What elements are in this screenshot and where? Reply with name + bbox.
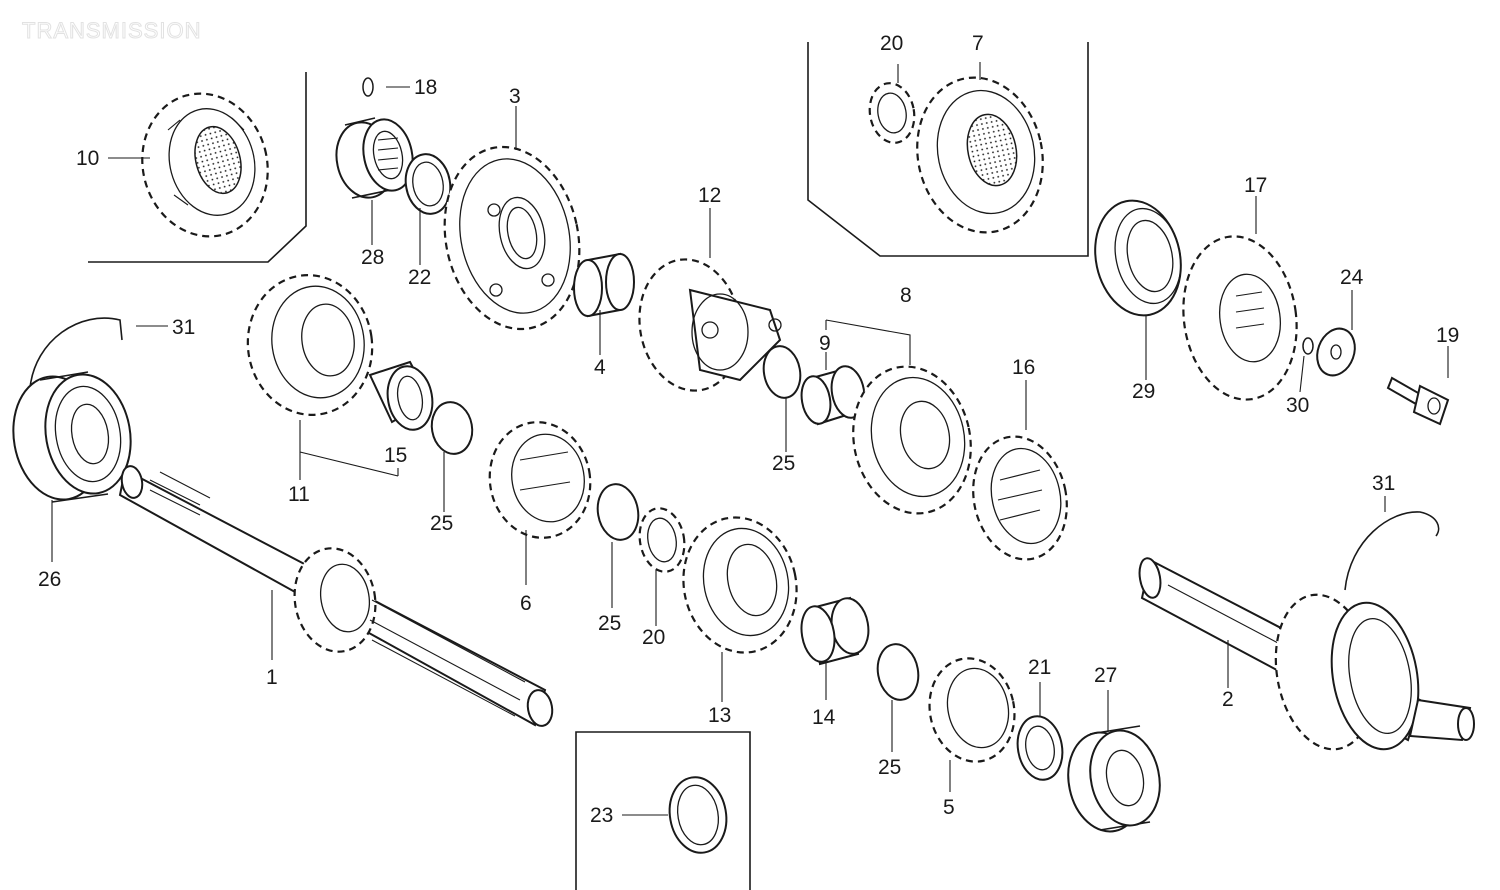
label-part-18: 18 (414, 76, 437, 99)
gear-part-8 (852, 365, 972, 515)
leader-lines (51, 62, 1449, 816)
label-part-11: 11 (288, 483, 310, 506)
spline-washer-part-20-b (638, 507, 686, 573)
label-part-31-right: 31 (1372, 472, 1395, 495)
label-part-20-b: 20 (642, 626, 665, 649)
label-part-16: 16 (1012, 356, 1035, 379)
label-part-20-a: 20 (880, 32, 903, 55)
gear-part-13 (682, 516, 798, 654)
label-part-19: 19 (1436, 324, 1459, 347)
label-part-27: 27 (1094, 664, 1117, 687)
label-part-3: 3 (509, 85, 521, 108)
label-part-23: 23 (590, 804, 613, 827)
gear-part-10 (141, 92, 269, 238)
gear-part-16 (972, 435, 1068, 561)
circlip-part-25-a (430, 401, 474, 455)
gear-part-12 (638, 258, 782, 392)
label-part-25-d: 25 (878, 756, 901, 779)
o-ring-part-18 (362, 77, 374, 97)
mainshaft-part-1 (118, 465, 554, 727)
label-part-9: 9 (819, 332, 831, 355)
label-part-12: 12 (698, 184, 721, 207)
needle-bearing-part-28 (335, 117, 414, 199)
label-part-14: 14 (812, 706, 836, 729)
label-part-10: 10 (76, 147, 99, 170)
label-part-13: 13 (708, 704, 731, 727)
bushing-part-4 (573, 252, 635, 318)
circlip-part-31-right (1344, 511, 1440, 591)
label-part-2: 2 (1222, 688, 1234, 711)
countershaft-part-2 (1138, 557, 1475, 751)
drive-sprocket-part-17 (1182, 235, 1298, 401)
circlip-part-25-b (762, 345, 802, 399)
label-part-17: 17 (1244, 174, 1267, 197)
label-part-26: 26 (38, 568, 61, 591)
bearing-part-27 (1067, 725, 1161, 833)
label-part-21: 21 (1028, 656, 1051, 679)
part-number-labels: 18 10 3 28 22 4 12 31 15 11 25 25 8 9 16… (38, 32, 1459, 827)
label-part-25-a: 25 (430, 512, 453, 535)
label-part-25-c: 25 (598, 612, 621, 635)
circlip-part-25-d (876, 643, 920, 701)
bearing-part-26 (12, 371, 132, 503)
label-part-6: 6 (520, 592, 532, 615)
label-part-22: 22 (408, 266, 431, 289)
label-part-25-b: 25 (772, 452, 795, 475)
washer-part-23 (668, 776, 728, 854)
label-part-30: 30 (1286, 394, 1309, 417)
label-part-29: 29 (1132, 380, 1155, 403)
watermark-text: TRANSMISSION (22, 18, 201, 43)
label-part-28: 28 (361, 246, 384, 269)
gear-part-3 (443, 145, 581, 331)
washer-part-22 (404, 153, 452, 215)
bushing-part-9 (800, 365, 866, 426)
label-part-1: 1 (266, 666, 278, 689)
label-part-15: 15 (384, 444, 407, 467)
gear-part-7 (916, 76, 1044, 234)
gear-part-11 (246, 274, 374, 416)
oil-seal-part-29 (1094, 199, 1182, 317)
lock-washer-part-30 (1302, 337, 1314, 355)
label-part-31-left: 31 (172, 316, 195, 339)
label-part-8: 8 (900, 284, 912, 307)
circlip-part-25-c (596, 483, 640, 541)
label-part-4: 4 (594, 356, 606, 379)
bolt-part-19 (1386, 376, 1450, 426)
bushing-part-14 (800, 596, 870, 666)
washer-part-21 (1016, 715, 1064, 781)
callout-box-part-10 (88, 72, 307, 263)
gear-part-6 (488, 421, 592, 539)
callout-box-parts-7-20 (807, 42, 1089, 257)
callout-box-part-23 (575, 731, 751, 890)
label-part-7: 7 (972, 32, 984, 55)
label-part-24: 24 (1340, 266, 1364, 289)
gear-part-5 (928, 657, 1016, 763)
label-part-5: 5 (943, 796, 955, 819)
bushing-part-15 (368, 360, 434, 431)
washer-part-24 (1316, 327, 1356, 377)
circlip-part-31-left (29, 317, 123, 389)
spline-washer-part-20-a (868, 82, 916, 144)
